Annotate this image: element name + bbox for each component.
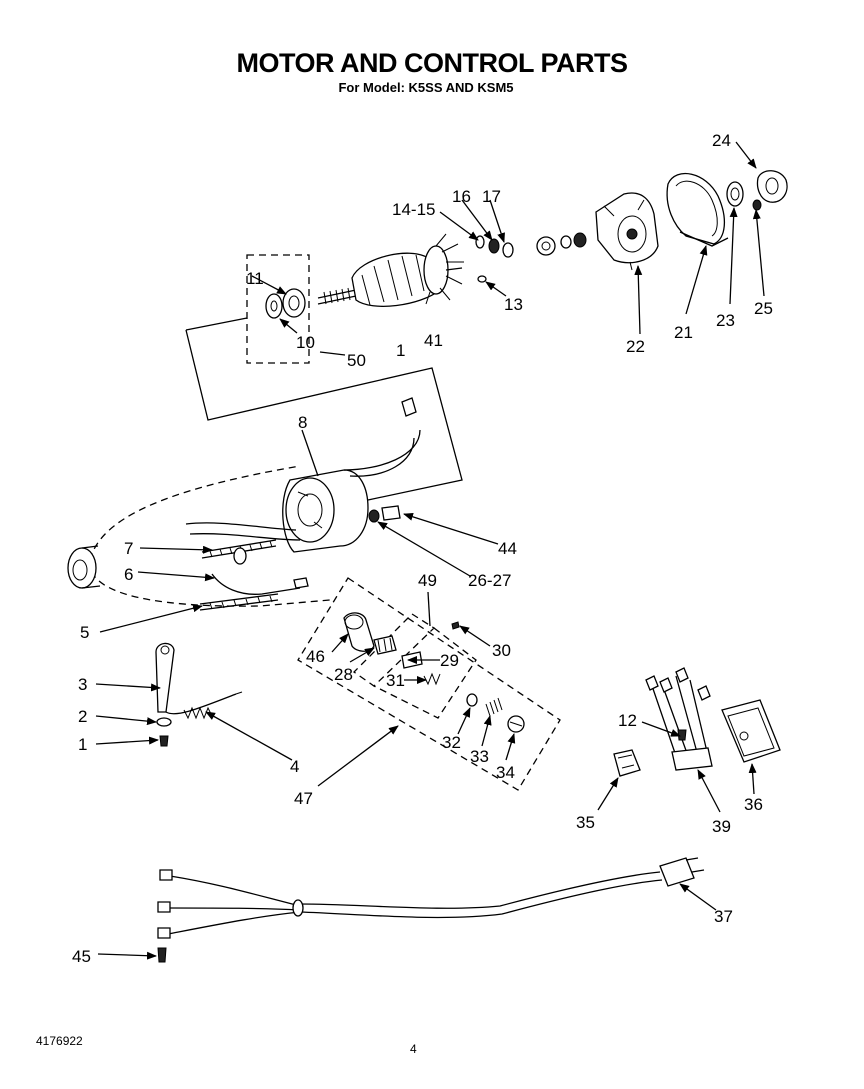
screw-12 <box>677 729 687 741</box>
callout-1: 1 <box>78 735 87 754</box>
callout-49: 49 <box>418 571 437 590</box>
screw-1 <box>159 735 169 747</box>
callout-28: 28 <box>334 665 353 684</box>
bearing-10 <box>265 293 283 319</box>
fan-baffle-21 <box>666 173 729 247</box>
terminal-board-39 <box>645 667 713 771</box>
washers-13-17 <box>475 235 514 283</box>
callout-26-27: 26-27 <box>468 571 511 590</box>
callout-39: 39 <box>712 817 731 836</box>
bearing-retainer-24 <box>752 170 788 211</box>
bearing-group-frame <box>246 254 310 364</box>
spring-4 <box>183 706 213 720</box>
callout-5: 5 <box>80 623 89 642</box>
brush-lead-6 <box>211 573 309 595</box>
callout-24: 24 <box>712 131 731 150</box>
armature-41 <box>317 233 464 307</box>
callout-37: 37 <box>714 907 733 926</box>
callout-33: 33 <box>470 747 489 766</box>
leader-lines <box>95 141 765 960</box>
callout-47: 47 <box>294 789 313 808</box>
callout-16: 16 <box>452 187 471 206</box>
callout-3: 3 <box>78 675 87 694</box>
gasket-23 <box>726 181 744 207</box>
callout-45: 45 <box>72 947 91 966</box>
control-board-36 <box>721 699 781 763</box>
screw-5 <box>199 593 279 611</box>
callout-labels: 11 10 50 1 41 14-15 16 17 13 24 25 23 21… <box>72 131 773 966</box>
callout-50: 50 <box>347 351 366 370</box>
document-number: 4176922 <box>36 1034 83 1048</box>
callout-23: 23 <box>716 311 735 330</box>
callout-12: 12 <box>618 711 637 730</box>
callout-2: 2 <box>78 707 87 726</box>
bearing-11 <box>282 288 306 318</box>
callout-34: 34 <box>496 763 515 782</box>
power-cord-37 <box>157 857 705 939</box>
callout-44: 44 <box>498 539 517 558</box>
armature-kit-frame <box>185 317 463 501</box>
callout-36: 36 <box>744 795 763 814</box>
governor-parts <box>343 612 525 733</box>
callout-35: 35 <box>576 813 595 832</box>
page-number: 4 <box>410 1042 417 1056</box>
switch-35 <box>613 749 641 777</box>
retaining-clip <box>536 232 587 256</box>
motor-housing-outline <box>67 465 331 607</box>
callout-4: 4 <box>290 757 299 776</box>
motor-field-8 <box>282 397 421 553</box>
field-leads <box>185 522 301 541</box>
callout-30: 30 <box>492 641 511 660</box>
control-lever-3 <box>155 642 243 715</box>
sleeves-26-27-44 <box>368 505 401 523</box>
callout-stray-mark: 1 <box>396 341 405 360</box>
callout-6: 6 <box>124 565 133 584</box>
screw-7 <box>201 539 277 565</box>
callout-17: 17 <box>482 187 501 206</box>
end-bell-22 <box>595 192 659 271</box>
callout-32: 32 <box>442 733 461 752</box>
screw-45 <box>157 947 167 963</box>
model-subtitle: For Model: K5SS AND KSM5 <box>338 80 514 95</box>
callout-46: 46 <box>306 647 325 666</box>
callout-13: 13 <box>504 295 523 314</box>
callout-41: 41 <box>424 331 443 350</box>
page-title: MOTOR AND CONTROL PARTS <box>236 48 629 78</box>
callout-8: 8 <box>298 413 307 432</box>
callout-14-15: 14-15 <box>392 200 435 219</box>
callout-10: 10 <box>296 333 315 352</box>
washer-2 <box>156 717 172 727</box>
callout-29: 29 <box>440 651 459 670</box>
callout-25: 25 <box>754 299 773 318</box>
callout-21: 21 <box>674 323 693 342</box>
callout-7: 7 <box>124 539 133 558</box>
callout-31: 31 <box>386 671 405 690</box>
callout-22: 22 <box>626 337 645 356</box>
callout-11: 11 <box>246 269 264 288</box>
control-kit-47-frame <box>297 577 561 791</box>
